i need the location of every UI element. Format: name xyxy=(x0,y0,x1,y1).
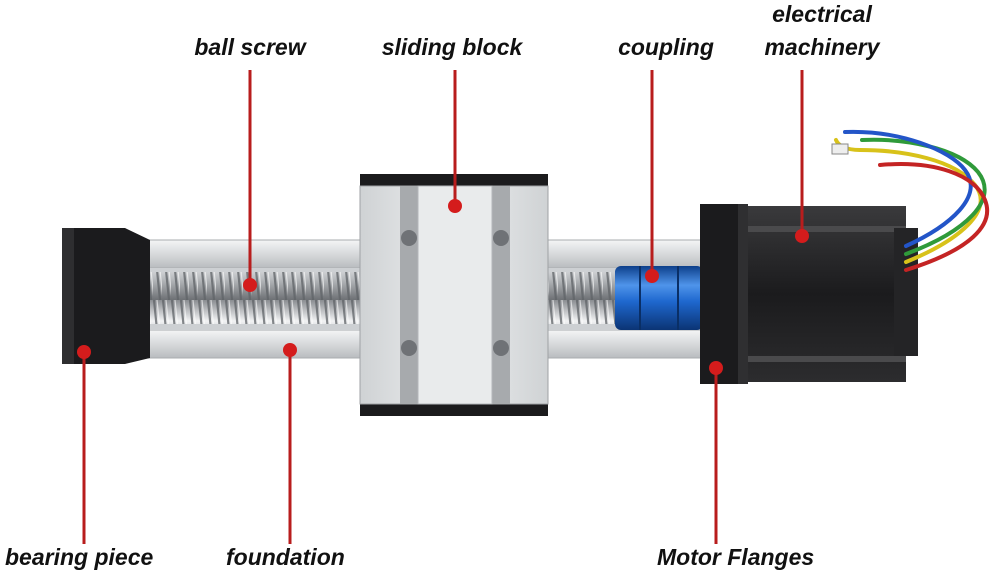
dot-coupling xyxy=(645,269,659,283)
label-sliding-block: sliding block xyxy=(381,34,523,60)
motor-flange-plate xyxy=(700,204,748,384)
bearing-piece-block xyxy=(62,228,150,364)
dot-electrical-machinery xyxy=(795,229,809,243)
leader-lines xyxy=(82,70,804,544)
label-electrical-machinery-line2: machinery xyxy=(764,34,880,60)
dot-foundation xyxy=(283,343,297,357)
dot-sliding-block xyxy=(448,199,462,213)
label-electrical-machinery-line1: electrical xyxy=(772,1,872,27)
dot-bearing-piece xyxy=(77,345,91,359)
label-ball-screw: ball screw xyxy=(194,34,306,60)
stepper-motor-body xyxy=(748,206,918,382)
sliding-block-carriage xyxy=(359,174,549,416)
label-motor-flanges: Motor Flanges xyxy=(657,544,815,570)
coupling-part xyxy=(615,266,703,330)
motor-wires xyxy=(831,129,990,272)
label-foundation: foundation xyxy=(226,544,345,570)
dot-ball-screw xyxy=(243,278,257,292)
dot-motor-flanges xyxy=(709,361,723,375)
ball-screw-shaft xyxy=(93,269,625,327)
label-coupling: coupling xyxy=(618,34,714,60)
marker-dots xyxy=(77,199,809,375)
label-bearing-piece: bearing piece xyxy=(5,544,154,570)
